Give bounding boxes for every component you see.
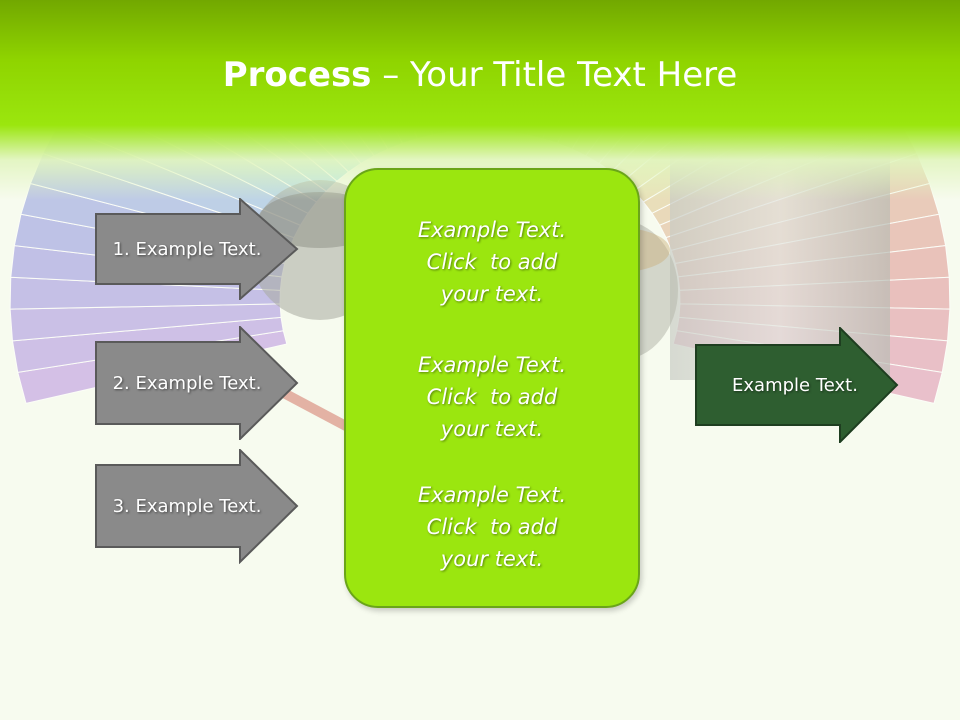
center-block-line: your text.: [440, 547, 544, 571]
result-arrow: Example Text.: [695, 327, 899, 443]
center-block-3: Example Text. Click to add your text.: [346, 479, 638, 575]
title-rest: – Your Title Text Here: [371, 55, 738, 95]
arrow-shape-icon: [95, 198, 299, 300]
center-block-line: Click to add: [426, 515, 558, 539]
step-2-label: 2. Example Text.: [112, 372, 262, 394]
arrow-shape-icon: [95, 326, 299, 440]
arrow-shape-icon: [695, 327, 899, 443]
center-text-box[interactable]: Example Text. Click to add your text. Ex…: [344, 168, 640, 608]
center-block-line: your text.: [440, 282, 544, 306]
center-block-line: Example Text.: [417, 353, 567, 377]
slide-title: Process – Your Title Text Here: [0, 52, 960, 98]
step-1-label: 1. Example Text.: [112, 238, 262, 260]
arrow-shape-icon: [95, 449, 299, 564]
title-bar: [0, 0, 960, 200]
center-block-line: your text.: [440, 417, 544, 441]
center-block-line: Example Text.: [417, 483, 567, 507]
center-block-1: Example Text. Click to add your text.: [346, 214, 638, 310]
step-arrow-1: 1. Example Text.: [95, 198, 299, 300]
center-block-line: Example Text.: [417, 218, 567, 242]
step-arrow-2: 2. Example Text.: [95, 326, 299, 440]
step-arrow-3: 3. Example Text.: [95, 449, 299, 564]
center-block-line: Click to add: [426, 250, 558, 274]
step-3-label: 3. Example Text.: [112, 496, 262, 517]
center-block-line: Click to add: [426, 385, 558, 409]
result-label: Example Text.: [732, 374, 858, 396]
title-bold: Process: [222, 55, 372, 95]
center-block-2: Example Text. Click to add your text.: [346, 349, 638, 445]
